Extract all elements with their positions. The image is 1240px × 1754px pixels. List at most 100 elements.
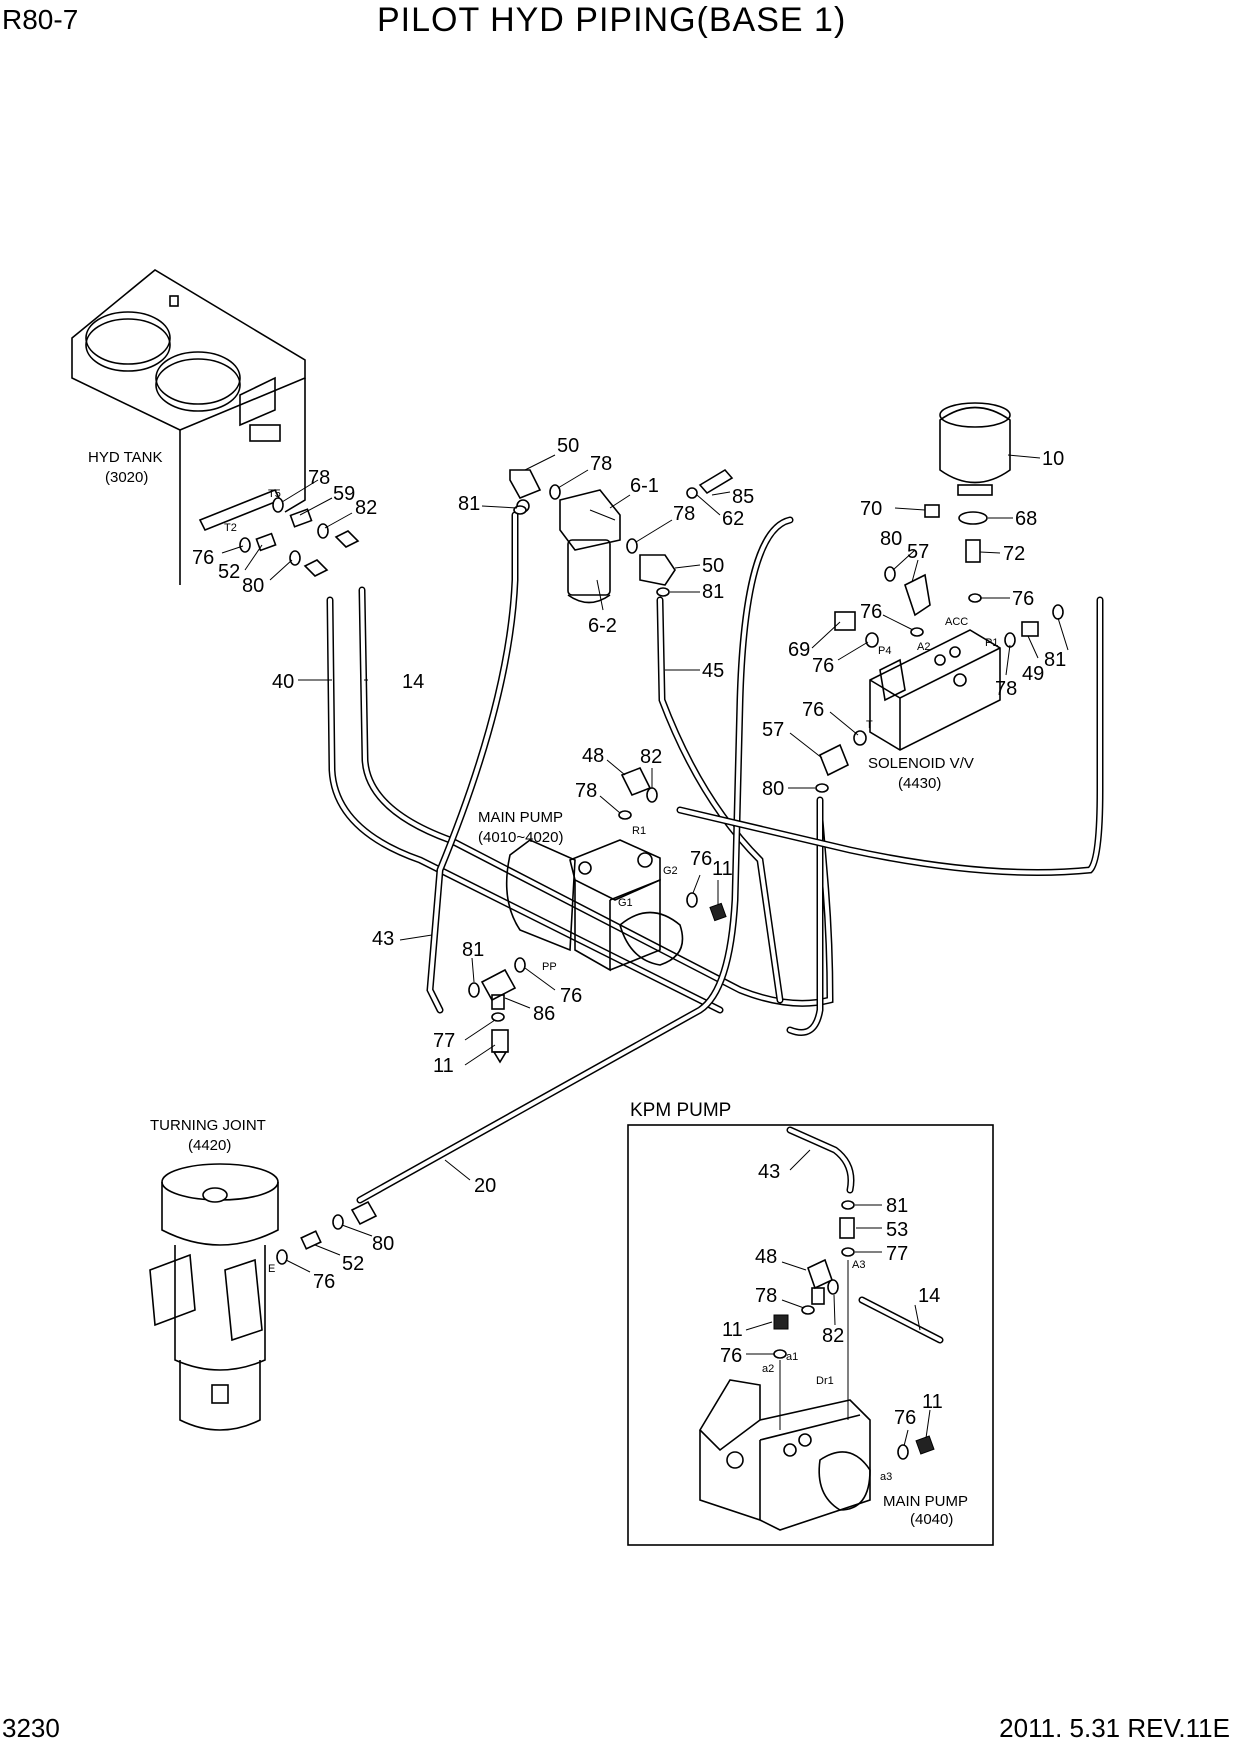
callout-numbers: 50 78 6-1 85 81 62 78 50 81 6-2 45 78 59…	[192, 435, 1066, 1429]
callout-76t: 76	[192, 547, 214, 569]
callout-49: 49	[1022, 663, 1044, 685]
kpm-callout-82: 82	[822, 1325, 844, 1347]
fitting-50b	[639, 554, 676, 586]
callout-69: 69	[788, 639, 810, 661]
kpm-callout-53: 53	[886, 1219, 908, 1241]
plug-11m	[709, 902, 727, 922]
callout-11m: 11	[712, 858, 733, 880]
kpm-callout-81: 81	[886, 1195, 908, 1217]
callout-82t: 82	[355, 497, 377, 519]
fitting-57b	[818, 743, 850, 777]
kpm-oring-76b	[897, 1444, 909, 1460]
callout-80t: 80	[242, 575, 264, 597]
hyd-tank-code: (3020)	[105, 469, 148, 486]
callout-80j: 80	[372, 1233, 394, 1255]
callout-81m: 81	[462, 939, 484, 961]
callout-70: 70	[860, 498, 882, 520]
callout-57b: 57	[762, 719, 784, 741]
fitting-49	[1021, 621, 1039, 637]
callout-85: 85	[732, 486, 754, 508]
callout-86: 86	[533, 1003, 555, 1025]
oring-78m	[618, 810, 632, 820]
oring-78s	[1004, 632, 1016, 648]
oring-80s	[884, 566, 896, 582]
port-e: E	[268, 1263, 275, 1275]
page-number: 3230	[2, 1713, 60, 1743]
oring-77	[491, 1012, 505, 1022]
page-title: PILOT HYD PIPING(BASE 1)	[377, 1, 847, 39]
hose-40	[326, 596, 724, 1014]
kpm-port-a3b: a3	[880, 1471, 892, 1483]
oring-81b	[656, 587, 670, 597]
bolt-85	[686, 468, 734, 499]
hyd-tank-label: HYD TANK	[88, 449, 162, 466]
callout-77: 77	[433, 1030, 455, 1052]
callout-81b: 81	[702, 581, 724, 603]
callout-80b: 80	[762, 778, 784, 800]
callout-50b: 50	[702, 555, 724, 577]
callout-80s: 80	[880, 528, 902, 550]
callout-62: 62	[722, 508, 744, 530]
model-number: R80-7	[2, 4, 79, 35]
kpm-fitting-48	[807, 1258, 833, 1305]
callout-45: 45	[702, 660, 724, 682]
main-pump	[505, 839, 684, 972]
oring-76s3	[968, 593, 982, 603]
oring-81a	[513, 505, 527, 515]
callout-43: 43	[372, 928, 394, 950]
callout-11b: 11	[433, 1055, 454, 1077]
callout-76m: 76	[690, 848, 712, 870]
washer-68	[958, 511, 988, 525]
oring-76m2	[514, 957, 526, 973]
callout-76s3: 76	[812, 655, 834, 677]
solenoid-code: (4430)	[898, 775, 941, 792]
hose-20-end	[350, 1200, 378, 1226]
fitting-50a	[509, 469, 542, 500]
port-p1: P1	[985, 637, 998, 649]
fitting-57s	[904, 573, 931, 617]
oring-80b	[815, 783, 829, 793]
port-t2: T2	[224, 522, 237, 534]
hose-solenoid-to-pump	[676, 596, 1104, 1036]
callout-78t: 78	[308, 467, 330, 489]
kpm-box-title: KPM PUMP	[630, 1100, 731, 1121]
accumulator	[939, 402, 1011, 496]
kpm-port-dr1: Dr1	[816, 1375, 834, 1387]
port-p4: P4	[878, 645, 891, 657]
solenoid-label: SOLENOID V/V	[868, 755, 974, 772]
callout-76s4: 76	[802, 699, 824, 721]
callout-14: 14	[402, 671, 424, 693]
tee-86	[480, 968, 517, 1010]
callout-20: 20	[474, 1175, 496, 1197]
line-filter	[516, 489, 621, 604]
oring-81s	[1052, 604, 1064, 620]
hose-43	[426, 511, 519, 1014]
plug-70	[924, 504, 940, 518]
kpm-hose-43	[786, 1126, 855, 1194]
callout-78a: 78	[590, 453, 612, 475]
kpm-port-a3: A3	[852, 1259, 865, 1271]
callout-78b: 78	[673, 503, 695, 525]
kpm-callout-11b: 11	[922, 1391, 943, 1413]
fitting-72	[965, 539, 981, 563]
port-g1: G1	[618, 897, 633, 909]
revision-date: 2011. 5.31 REV.11E	[999, 1713, 1230, 1743]
callout-68: 68	[1015, 508, 1037, 530]
kpm-main-pump	[698, 1379, 871, 1531]
oring-82m	[646, 787, 658, 803]
kpm-oring-82	[827, 1279, 839, 1295]
oring-76j	[276, 1249, 288, 1265]
kpm-oring-76	[773, 1349, 787, 1359]
callout-76m2: 76	[560, 985, 582, 1007]
main-pump-label: MAIN PUMP	[478, 809, 563, 826]
port-t5: T5	[268, 488, 281, 500]
callout-50a: 50	[557, 435, 579, 457]
port-t: T	[866, 719, 873, 731]
port-pp: PP	[542, 961, 557, 973]
kpm-callout-76: 76	[720, 1345, 742, 1367]
callout-10: 10	[1042, 448, 1064, 470]
hyd-tank	[71, 269, 306, 585]
turning-joint-label: TURNING JOINT	[150, 1117, 266, 1134]
kpm-oring-77	[841, 1247, 855, 1257]
main-pump-code: (4010~4020)	[478, 829, 564, 846]
